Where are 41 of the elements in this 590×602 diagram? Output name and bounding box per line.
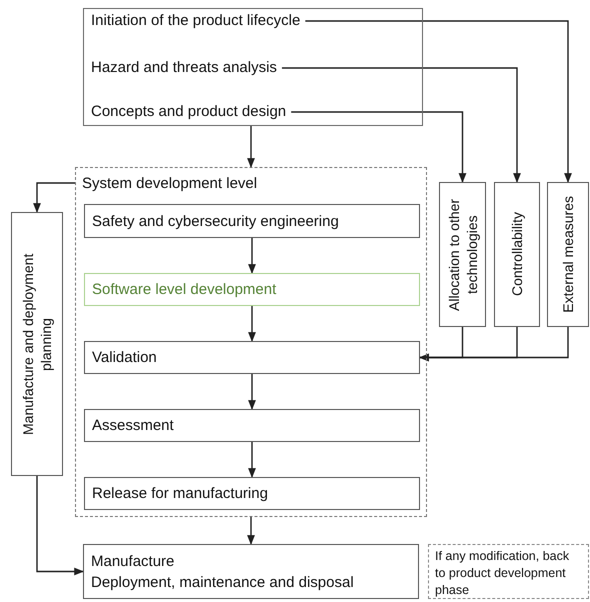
process-box	[84, 341, 420, 374]
note-box	[428, 544, 589, 599]
process-box	[84, 204, 420, 238]
phase-step-label: Initiation of the product lifecycle	[91, 12, 300, 30]
phase-box	[83, 8, 423, 126]
arrow	[291, 111, 466, 183]
note-text: If any modification, back to product development phase	[435, 548, 570, 599]
phase-step-label: Hazard and threats analysis	[91, 59, 277, 77]
vertical-label: Manufacture and deployment planning	[19, 252, 55, 437]
arrow	[305, 20, 572, 183]
arrow	[33, 182, 75, 213]
arrow	[36, 476, 84, 576]
vertical-process-box	[439, 182, 486, 327]
arrow	[247, 126, 255, 168]
vertical-process-box	[494, 182, 540, 327]
arrow	[247, 517, 255, 545]
step-label: Assessment	[92, 417, 174, 434]
arrow	[419, 327, 569, 362]
step-label: Release for manufacturing	[92, 485, 268, 502]
arrow	[248, 238, 256, 274]
arrow	[248, 442, 256, 478]
dashed-group-frame	[75, 167, 427, 517]
step-label: Validation	[92, 349, 157, 366]
process-box	[84, 273, 420, 306]
arrow	[248, 306, 256, 342]
process-box	[84, 477, 420, 510]
process-box	[83, 544, 419, 599]
arrow	[248, 374, 256, 410]
vertical-process-box	[11, 212, 63, 476]
step-label: Manufacture	[91, 552, 176, 570]
vertical-label: Allocation to other technologies	[444, 197, 480, 313]
vertical-label: Controllability	[508, 212, 526, 297]
step-label: Safety and cybersecurity engineering	[92, 212, 339, 230]
vertical-process-box	[547, 182, 589, 327]
step-label: Deployment, maintenance and disposal	[91, 574, 355, 590]
arrow	[282, 67, 521, 183]
vertical-label: External measures	[559, 196, 577, 313]
step-label: Software level development	[92, 281, 276, 298]
phase-step-label: Concepts and product design	[91, 103, 286, 121]
process-box	[84, 409, 420, 442]
group-title: System development level	[82, 175, 258, 192]
